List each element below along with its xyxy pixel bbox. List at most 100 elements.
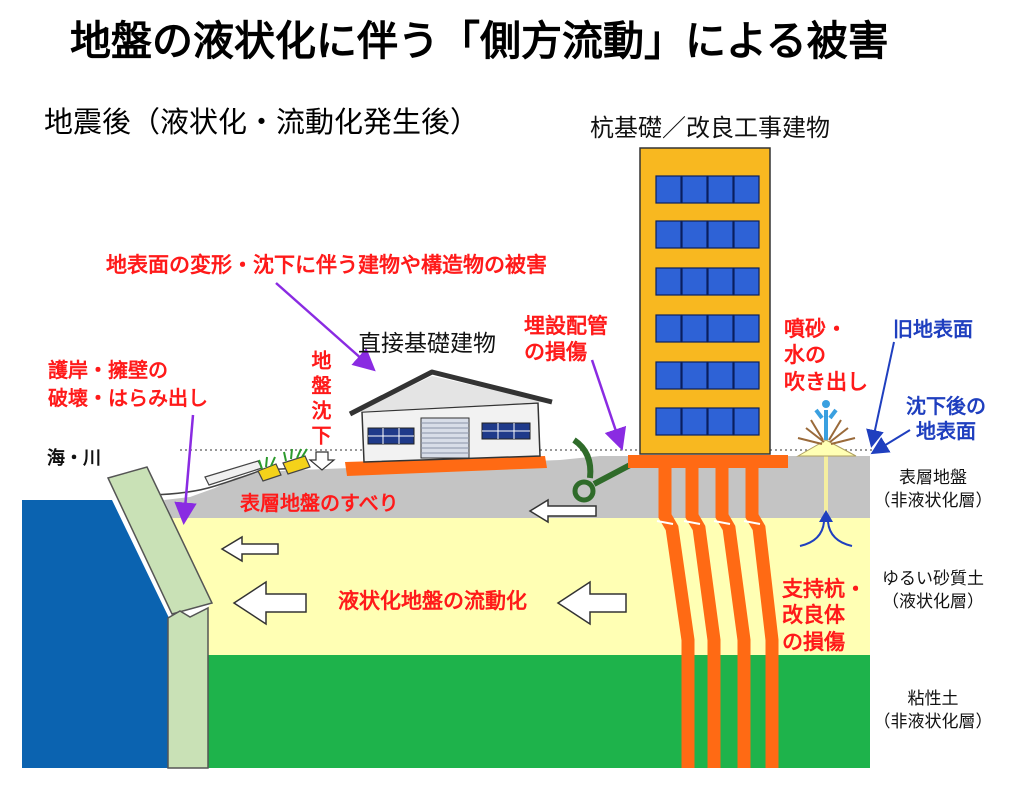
deformed-ground-surface-line (149, 467, 301, 496)
pile-building-windows (655, 175, 760, 436)
layer-note: （非液状化層） (873, 711, 993, 732)
building-window (681, 175, 708, 204)
water-jet (814, 408, 838, 440)
diagram-subtitle: 地震後（液状化・流動化発生後） (44, 105, 480, 139)
support-pile (685, 468, 721, 768)
revetment-damage-line: 破壊・はらみ出し (48, 386, 208, 410)
layer-name: 粘性土 (907, 689, 959, 709)
direct-building-label: 直接基礎建物 (358, 331, 496, 357)
lateral-flow-arrow (220, 535, 279, 563)
layer-note: （液状化層） (882, 591, 984, 612)
sand-boil-line: 噴砂・ (784, 317, 847, 341)
revetment-damage-label: 護岸・擁壁の 破壊・はらみ出し (48, 356, 208, 412)
pipe-damage-label: 埋設配管 の損傷 (524, 313, 608, 366)
pointer-arrow-to-pipe (590, 359, 627, 451)
support-piles (658, 468, 779, 768)
liquefied-sand-layer (172, 518, 870, 655)
building-window (733, 407, 760, 436)
house-shutter-door (420, 417, 470, 459)
pile-crack-marks (656, 520, 761, 525)
settled-surface-line: 沈下後の (906, 394, 986, 418)
building-window (681, 314, 708, 343)
house-window-left (367, 427, 415, 445)
pointer-arrow-old-surface (866, 341, 895, 448)
pointer-arrow-settled-surface (870, 429, 911, 455)
pipe-damage-line: 埋設配管 (524, 314, 608, 338)
house-roof (348, 369, 553, 417)
sand-boil-line: 水の (784, 343, 826, 368)
building-window (707, 220, 734, 249)
lateral-flow-arrow (556, 580, 627, 626)
house-window-right (481, 422, 531, 440)
lateral-flow-arrow (232, 580, 307, 626)
subsidence-label: 地盤沈下 (308, 350, 332, 450)
clay-layer (205, 655, 870, 768)
retaining-wall-lower (167, 606, 209, 769)
building-window (655, 220, 682, 249)
building-window (733, 361, 760, 390)
surface-slide-arrow (528, 498, 597, 524)
grass-tufts (258, 448, 308, 470)
support-pile (658, 468, 695, 768)
retaining-wall-upper (106, 466, 214, 615)
sea-water (22, 500, 170, 768)
broken-planter-block (282, 455, 311, 475)
sand-spray (797, 419, 856, 445)
building-window (733, 314, 760, 343)
building-window (655, 361, 682, 390)
lateral-flow-label: 液状化地盤の流動化 (338, 589, 527, 613)
settlement-arrow (308, 451, 336, 471)
building-window (655, 267, 682, 296)
broken-planter-block (257, 463, 282, 482)
pipe-damage-line: の損傷 (524, 340, 587, 365)
pile-damage-line: 改良体 (782, 603, 845, 628)
pile-damage-line: 支持杭・ (782, 577, 866, 601)
building-window (733, 267, 760, 296)
sand-layer-label: ゆるい砂質土 （液状化層） (872, 568, 994, 614)
building-window (681, 407, 708, 436)
old-surface-label: 旧地表面 (893, 317, 973, 341)
layer-name: ゆるい砂質土 (882, 569, 984, 589)
upward-water-pressure-lines (799, 521, 853, 547)
sand-boil-line: 吹き出し (784, 369, 868, 394)
water-droplet (822, 400, 830, 408)
layer-note: （非液状化層） (873, 490, 993, 511)
building-window (733, 175, 760, 204)
pointer-arrow-to-house (275, 282, 376, 372)
sand-boil-label: 噴砂・ 水の 吹き出し (784, 316, 868, 395)
settled-surface-label: 沈下後の 地表面 (900, 394, 992, 444)
sea-river-label: 海・川 (47, 448, 101, 469)
support-pile (715, 468, 751, 768)
building-window (655, 175, 682, 204)
support-pile (745, 468, 779, 768)
sand-boil-mound (796, 439, 857, 457)
building-window (707, 175, 734, 204)
house-roof-fill (356, 376, 546, 412)
building-window (707, 267, 734, 296)
pointer-arrow-to-wall (174, 414, 197, 525)
upward-water-arrow (819, 510, 833, 522)
pile-damage-label: 支持杭・ 改良体 の損傷 (782, 576, 866, 655)
building-window (707, 314, 734, 343)
layer-name: 表層地盤 (899, 468, 967, 488)
surface-layer-label: 表層地盤 （非液状化層） (872, 467, 994, 513)
pile-damage-line: の損傷 (782, 629, 845, 654)
building-window (681, 267, 708, 296)
settled-surface-line: 地表面 (916, 419, 976, 443)
buried-pipe (572, 437, 634, 487)
building-window (681, 220, 708, 249)
building-window (681, 361, 708, 390)
building-window (733, 220, 760, 249)
buried-pipe-joint (572, 479, 596, 503)
building-window (707, 407, 734, 436)
diagram-title: 地盤の液状化に伴う「側方流動」による被害 (70, 17, 889, 65)
building-window (655, 407, 682, 436)
pile-building-foundation-slab (628, 455, 788, 468)
surface-damage-label: 地表面の変形・沈下に伴う建物や構造物の被害 (106, 253, 547, 277)
clay-layer-label: 粘性土 （非液状化層） (872, 688, 994, 734)
building-window (655, 314, 682, 343)
pile-building-label: 杭基礎／改良工事建物 (590, 114, 830, 142)
surface-slide-label: 表層地盤のすべり (240, 491, 399, 515)
